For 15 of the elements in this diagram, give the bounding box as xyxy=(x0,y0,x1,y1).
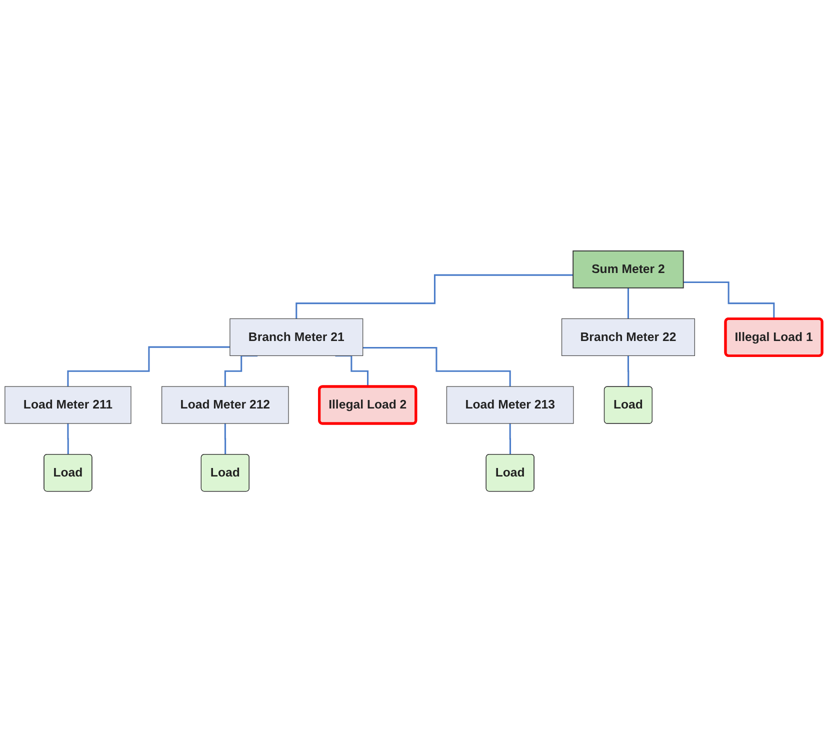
connector xyxy=(683,281,775,320)
connector xyxy=(296,274,574,320)
connector xyxy=(627,354,630,388)
node-box: Load Meter 211 xyxy=(4,386,132,424)
connector xyxy=(67,346,230,388)
node-box: Branch Meter 21 xyxy=(230,318,364,356)
node-box: Load Meter 212 xyxy=(162,386,289,424)
node-box: Load Meter 213 xyxy=(446,386,574,424)
node-box: Branch Meter 22 xyxy=(561,318,695,356)
connector xyxy=(224,422,226,456)
connector xyxy=(362,346,511,388)
node-box: Sum Meter 2 xyxy=(572,250,684,288)
connector xyxy=(67,422,70,456)
connector xyxy=(509,422,512,456)
connector xyxy=(627,287,629,320)
